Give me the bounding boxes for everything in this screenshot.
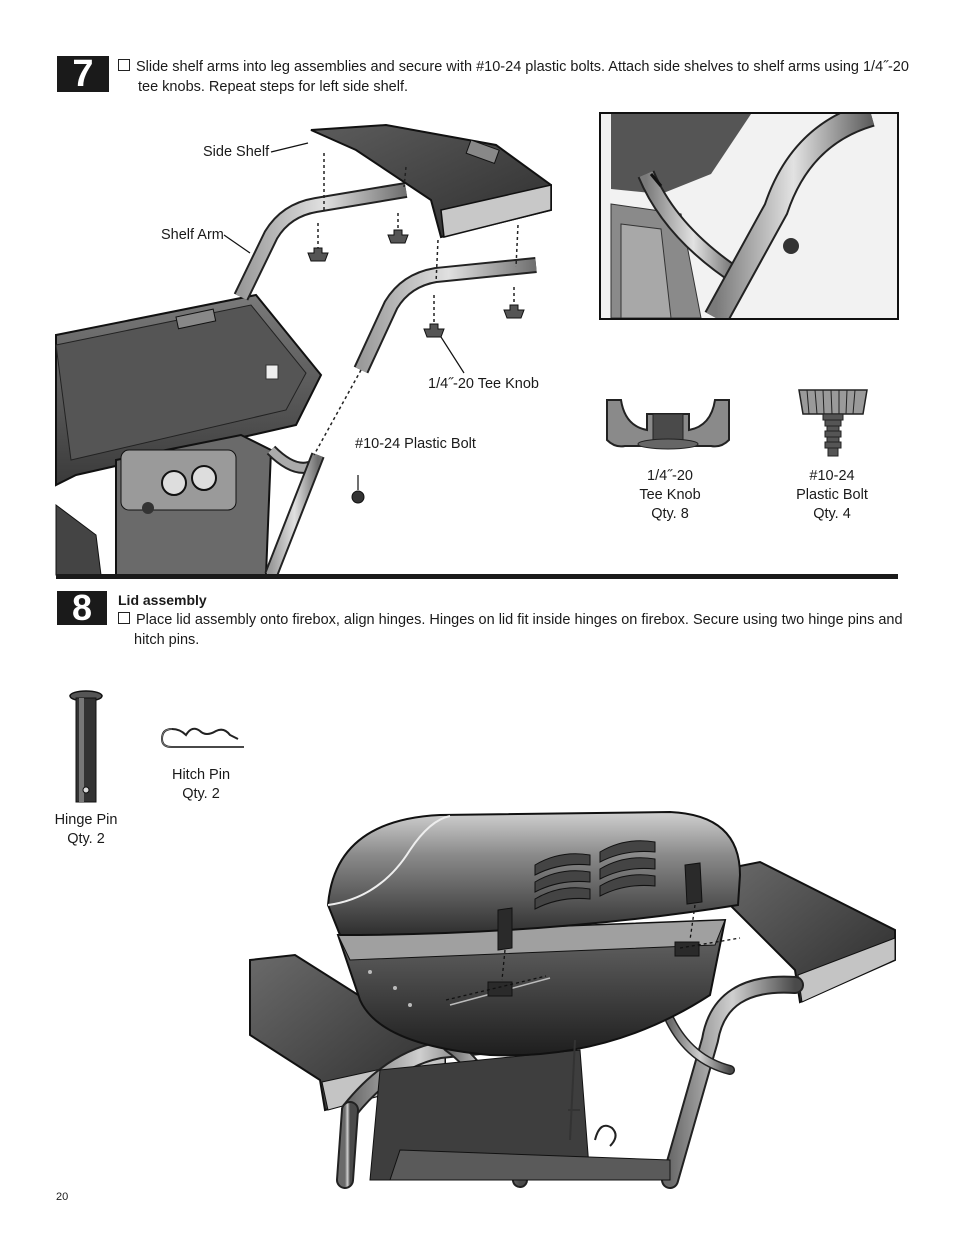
detail-inset-illustration <box>601 114 897 318</box>
step-8-heading: Lid assembly <box>118 592 207 608</box>
checkbox-icon[interactable] <box>118 612 130 624</box>
step-8-instruction-line-2: hitch pins. <box>134 632 200 648</box>
tee-knob-name: Tee Knob <box>639 487 701 503</box>
shelf-arm-label: Shelf Arm <box>161 227 224 243</box>
hinge-pin-part-icon <box>69 690 103 803</box>
hinge-pin-name: Hinge Pin <box>54 812 118 828</box>
tee-knob-qty: Qty. 8 <box>651 506 689 522</box>
step-divider <box>56 574 898 579</box>
hitch-pin-part-icon <box>160 727 244 748</box>
step-8-instruction: Lid assembly Place lid assembly onto fir… <box>118 590 918 650</box>
hitch-pin-name: Hitch Pin <box>171 767 231 783</box>
step-7-illustration <box>55 123 552 578</box>
plastic-bolt-qty: Qty. 4 <box>813 506 851 522</box>
hinge-pin-part-label: Hinge Pin Qty. 2 <box>41 811 131 849</box>
step-8-badge: 8 <box>57 587 107 628</box>
tee-knob-part-label: 1/4˝-20 Tee Knob Qty. 8 <box>620 467 720 524</box>
hinge-pin-qty: Qty. 2 <box>67 831 105 847</box>
checkbox-icon[interactable] <box>118 59 130 71</box>
step-8-illustration <box>249 810 896 1189</box>
tee-knob-callout-label: 1/4˝-20 Tee Knob <box>428 376 539 392</box>
step-7-badge: 7 <box>57 53 109 95</box>
detail-inset <box>599 112 899 320</box>
plastic-bolt-part-label: #10-24 Plastic Bolt Qty. 4 <box>782 467 882 524</box>
side-shelf-label: Side Shelf <box>203 144 270 160</box>
step-7-instruction-line-2: tee knobs. Repeat steps for left side sh… <box>138 79 409 95</box>
plastic-bolt-part-icon <box>798 389 868 457</box>
step-7-instruction: Slide shelf arms into leg assemblies and… <box>118 57 918 97</box>
hitch-pin-qty: Qty. 2 <box>182 786 220 802</box>
plastic-bolt-name: Plastic Bolt <box>796 487 868 503</box>
step-8-instruction-line-1: Place lid assembly onto firebox, align h… <box>136 612 903 628</box>
plastic-bolt-size: #10-24 <box>809 468 855 484</box>
tee-knob-part-icon <box>606 399 730 450</box>
step-7-instruction-line-1: Slide shelf arms into leg assemblies and… <box>136 59 909 75</box>
tee-knob-size: 1/4˝-20 <box>647 468 693 484</box>
hitch-pin-part-label: Hitch Pin Qty. 2 <box>156 766 246 804</box>
plastic-bolt-callout-label: #10-24 Plastic Bolt <box>355 436 476 452</box>
page-number: 20 <box>56 1191 69 1203</box>
